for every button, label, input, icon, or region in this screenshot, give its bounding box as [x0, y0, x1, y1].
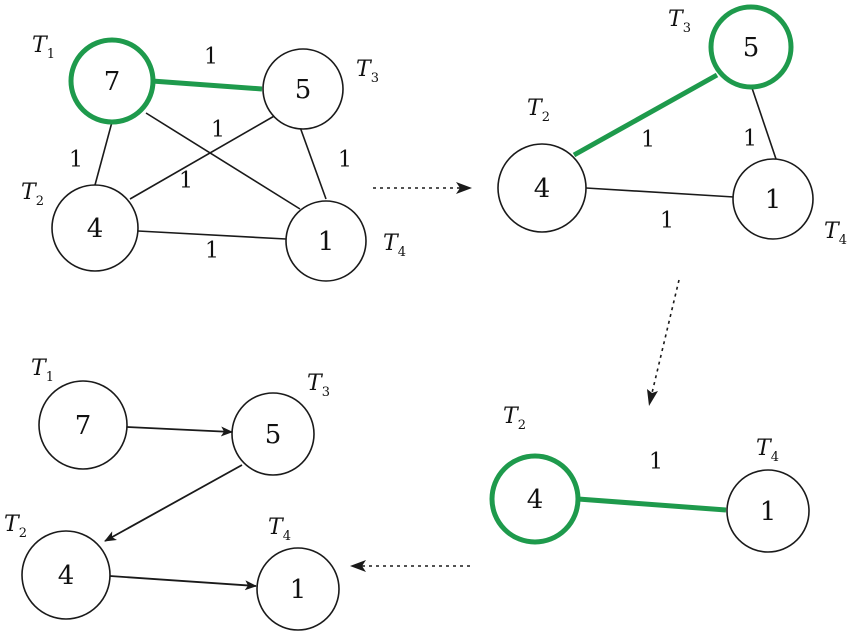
node-t2: 4 [21, 530, 111, 620]
node-t4: 1 [732, 158, 814, 240]
edge-t2-t4-highlighted [577, 496, 727, 513]
node-t4-value: 1 [318, 227, 335, 257]
label-t1: T1 [31, 356, 54, 385]
node-t4: 1 [256, 547, 340, 631]
node-t4-circle [256, 547, 340, 631]
node-t1-value: 7 [104, 67, 121, 97]
weight-t2-t4: 1 [649, 450, 663, 475]
label-t4: T4 [756, 436, 779, 465]
node-t2-value: 4 [527, 485, 544, 515]
weight-t3-t4: 1 [743, 127, 757, 152]
edge-t3-t4 [299, 126, 327, 200]
weight-t2-t4: 1 [660, 209, 674, 234]
node-t4-circle [726, 469, 810, 553]
node-t2-value: 4 [534, 174, 551, 204]
node-t2-circle [51, 184, 139, 272]
arrowhead-a-b [456, 182, 472, 194]
node-t1-circle [38, 380, 128, 470]
edge-t1-t3-highlighted [151, 78, 263, 92]
node-t3-value: 5 [295, 75, 312, 105]
node-t3: 5 [231, 392, 315, 476]
node-t3-circle [262, 48, 344, 130]
weight-t1-t3: 1 [204, 45, 218, 70]
label-t4: T4 [383, 231, 406, 260]
transition-arrow-b-to-c [647, 279, 680, 406]
node-t2: 4 [51, 184, 139, 272]
edge-t2-t4 [137, 230, 287, 240]
node-t4-circle [285, 200, 367, 282]
edge-t1-t4 [145, 112, 301, 210]
edge-t3-t2 [129, 114, 277, 200]
label-t1: T1 [32, 33, 55, 62]
arrow-t3-to-t2 [104, 464, 243, 542]
weight-t2-t3: 1 [641, 128, 655, 153]
node-t1-value: 7 [75, 411, 92, 441]
weight-t3-t2: 1 [179, 169, 193, 194]
dotted-line-b-c [651, 279, 680, 394]
arrow-t1-to-t3 [126, 426, 233, 437]
node-t3: 5 [262, 48, 344, 130]
label-t4: T4 [268, 515, 291, 544]
panel-d-final-order: 7 5 4 1 T1 T3 T2 T4 [4, 356, 340, 631]
panel-b-after-merge-1: 1 1 1 5 4 1 T3 T2 T4 [497, 4, 847, 248]
edge-t1-t2 [94, 121, 113, 186]
label-t4: T4 [824, 219, 847, 248]
label-t2: T2 [503, 404, 526, 433]
node-t2-value: 4 [58, 561, 75, 591]
node-t3-value: 5 [743, 33, 760, 63]
node-t4-value: 1 [765, 185, 782, 215]
transition-arrow-a-to-b [373, 182, 472, 194]
node-t3-circle-highlighted [708, 4, 794, 90]
node-t2: 4 [489, 453, 581, 545]
node-t3-circle [231, 392, 315, 476]
arrow-t2-to-t4 [109, 575, 257, 591]
label-t2: T2 [21, 180, 44, 209]
label-t3: T3 [307, 371, 330, 400]
edge-t3-t4 [751, 87, 777, 160]
node-t2-circle [497, 143, 587, 233]
label-t3: T3 [356, 57, 379, 86]
label-t3: T3 [668, 7, 691, 36]
transition-arrow-c-to-d [350, 560, 470, 572]
node-t1: 7 [68, 37, 156, 125]
node-t2-circle-highlighted [489, 453, 581, 545]
label-t2: T2 [527, 96, 550, 125]
node-t2-value: 4 [87, 214, 104, 244]
node-t1: 7 [38, 380, 128, 470]
node-t3-value: 5 [265, 420, 282, 450]
node-t4-value: 1 [760, 497, 777, 527]
node-t4: 1 [726, 469, 810, 553]
arrowhead-c-d [350, 560, 366, 572]
edge-t2-t4 [585, 187, 735, 198]
node-t4-value: 1 [290, 575, 307, 605]
panel-a-full-graph: 1 1 1 1 1 1 7 5 4 1 T1 T3 T2 T4 [21, 33, 406, 282]
node-t2: 4 [497, 143, 587, 233]
node-t2-circle [21, 530, 111, 620]
node-t3: 5 [708, 4, 794, 90]
weight-t1-t4: 1 [211, 118, 225, 143]
label-t2: T2 [4, 512, 27, 541]
edge-t2-t3-highlighted [572, 72, 719, 158]
node-t4: 1 [285, 200, 367, 282]
arrowhead-b-c [647, 389, 658, 406]
node-t4-circle [732, 158, 814, 240]
weight-t3-t4: 1 [338, 148, 352, 173]
weight-t2-t4: 1 [205, 239, 219, 264]
panel-c-after-merge-2: 1 4 1 T2 T4 [489, 404, 810, 553]
weight-t1-t2: 1 [69, 148, 83, 173]
node-t1-circle-highlighted [68, 37, 156, 125]
